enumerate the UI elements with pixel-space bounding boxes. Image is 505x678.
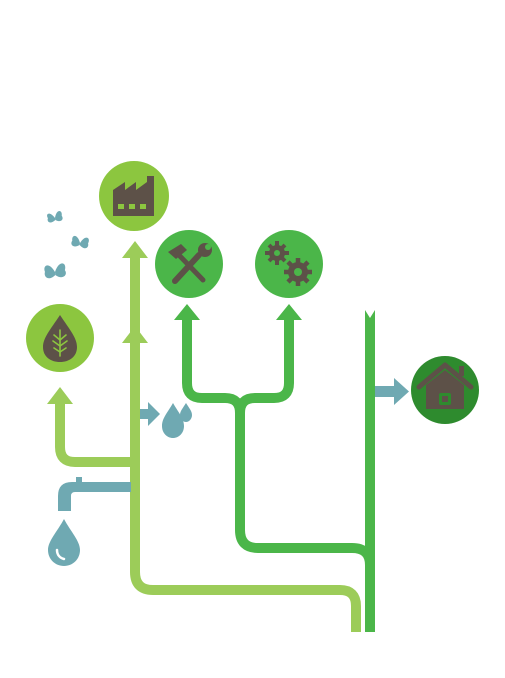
factory-node	[99, 161, 169, 231]
gears-branch-pipe	[235, 318, 294, 414]
arrow-to-gears	[276, 304, 302, 320]
light-green-pipes	[55, 255, 361, 632]
water-drops-icon	[162, 403, 192, 438]
butterfly-icon	[47, 211, 63, 223]
plant-node	[26, 304, 94, 372]
factory-icon	[113, 176, 154, 216]
plant-branch-pipe	[55, 402, 135, 467]
leaf-drop-icon	[43, 315, 77, 362]
butterfly-icon	[44, 263, 66, 279]
gears-node	[255, 230, 323, 298]
home-node	[411, 356, 479, 424]
tools-icon	[168, 243, 212, 284]
faucet-icon	[58, 477, 131, 511]
butterfly-icon	[71, 235, 89, 249]
gears-icon	[265, 241, 312, 286]
green-pipe-top-notch	[365, 310, 375, 320]
green-pipes	[182, 318, 375, 632]
arrow-to-plant	[47, 387, 73, 404]
arrow-mid-light	[122, 326, 148, 343]
main-light-pipe	[130, 255, 361, 632]
tools-node	[155, 230, 223, 298]
arrow-to-factory	[122, 241, 148, 258]
arrow-to-tools	[174, 304, 200, 320]
arrow-to-home	[375, 378, 409, 405]
house-icon	[416, 362, 474, 409]
water-drop-icon	[48, 519, 80, 566]
tools-gears-pipe	[182, 318, 375, 566]
arrow-to-drops	[140, 402, 160, 426]
